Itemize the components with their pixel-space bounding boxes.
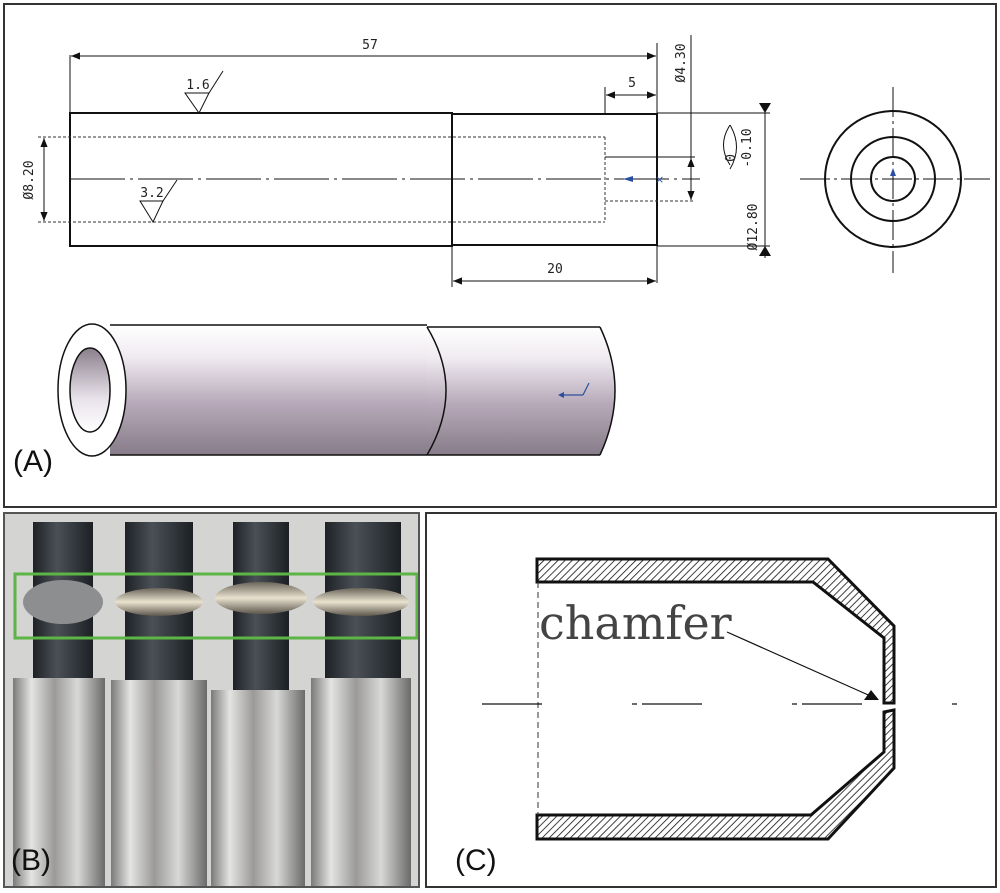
- dim-12-80-label: Ø12.80: [746, 204, 761, 251]
- dimension-inner-diameter: Ø8.20: [22, 138, 48, 221]
- panel-c: chamfer (C): [425, 512, 997, 888]
- axis-marker-icon: [623, 176, 633, 182]
- dim-8-20-label: Ø8.20: [22, 160, 37, 199]
- isometric-render: [57, 323, 616, 457]
- highlight-box: [13, 572, 418, 640]
- dimension-step-length: 5: [606, 76, 656, 99]
- specimen-photo: [5, 514, 418, 886]
- panel-a: 57 × Ø8.20 5: [3, 3, 997, 508]
- panel-c-label: (C): [455, 844, 497, 877]
- surface-finish-inner: 3.2: [139, 179, 178, 224]
- specimen-1: [13, 522, 105, 886]
- top-wall: [535, 557, 896, 705]
- dim-57-label: 57: [362, 38, 378, 53]
- specimen-4: [311, 522, 411, 886]
- dimension-outer-diameter: Ø12.80 0 -0.10: [657, 103, 771, 258]
- technical-drawing: 57 × Ø8.20 5: [22, 35, 990, 457]
- dimension-hole-diameter: Ø4.30: [674, 35, 695, 200]
- chamfer-label: chamfer: [539, 596, 732, 650]
- finish-1-6-label: 1.6: [186, 78, 209, 93]
- specimen-2: [111, 522, 207, 886]
- finish-3-2-label: 3.2: [140, 186, 163, 201]
- tolerance-lower-label: -0.10: [740, 128, 755, 167]
- side-view-outline: ×: [38, 87, 700, 247]
- tolerance-upper-label: 0: [724, 154, 739, 162]
- dim-5-label: 5: [628, 76, 636, 91]
- bottom-wall: [535, 708, 896, 841]
- dimension-small-section-length: 20: [451, 246, 656, 287]
- panel-b: (B): [3, 512, 420, 888]
- svg-text:×: ×: [655, 173, 664, 186]
- panel-a-label: (A): [13, 445, 53, 478]
- end-view: [800, 87, 990, 273]
- chamfer-section: chamfer: [482, 557, 962, 841]
- dim-4-30-label: Ø4.30: [674, 43, 689, 82]
- panel-b-label: (B): [11, 844, 51, 877]
- surface-finish-outer: 1.6: [184, 70, 224, 114]
- specimen-3: [211, 522, 307, 886]
- dim-20-label: 20: [547, 262, 563, 277]
- chamfer-arrow-icon: [864, 690, 879, 700]
